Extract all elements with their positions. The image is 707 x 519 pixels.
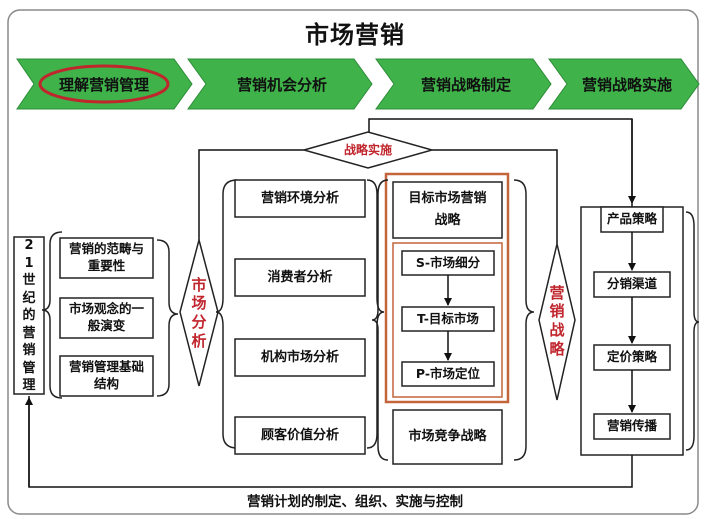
analysis-label-2: 消费者分析 xyxy=(267,269,333,285)
marketing-strategy-diamond xyxy=(538,243,576,401)
analysis-label-3: 机构市场分析 xyxy=(260,349,339,365)
impl-box-3 xyxy=(593,344,671,371)
impl-box-4 xyxy=(593,413,671,440)
strategy-right-brace xyxy=(513,179,535,461)
left-item-1: 营销的范畴与重要性 xyxy=(68,241,144,273)
target-strategy-box xyxy=(392,181,503,239)
impl-box-1 xyxy=(600,206,664,233)
analysis-box-2 xyxy=(234,258,366,297)
market-analysis-label: 市场分析 xyxy=(191,275,207,350)
phase-label-3: 营销战略制定 xyxy=(420,75,511,94)
analysis-left-bracket xyxy=(215,179,238,449)
market-analysis-diamond xyxy=(179,237,219,387)
left-item-3: 营销管理基础结构 xyxy=(68,359,144,391)
target-strategy-title: 目标市场营销战略 xyxy=(408,190,487,228)
analysis-label-4: 顾客价值分析 xyxy=(260,427,339,443)
left-item-2: 市场观念的一般演变 xyxy=(68,301,144,333)
competition-label: 市场竞争战略 xyxy=(408,429,487,445)
strategy-implementation-label: 战略实施 xyxy=(343,142,392,157)
target-strategy-highlight xyxy=(384,172,510,404)
left-vertical-title: 21世纪的营销管理 xyxy=(22,238,36,394)
strategy-left-brace xyxy=(371,179,389,461)
analysis-box-1 xyxy=(234,179,366,218)
stp-label-p: P-市场定位 xyxy=(415,365,481,381)
strategy-to-right-line xyxy=(432,149,558,244)
impl-label-4: 营销传播 xyxy=(606,418,657,434)
phase-label-2: 营销机会分析 xyxy=(236,75,327,94)
page-title: 市场营销 xyxy=(305,20,405,49)
phase-arrow-4 xyxy=(548,58,700,110)
left-bracket xyxy=(41,231,63,399)
left-right-brace xyxy=(156,239,179,397)
phase-label-1: 理解营销管理 xyxy=(58,75,149,94)
left-item-box-1 xyxy=(59,237,154,279)
phase-arrow-2 xyxy=(187,58,373,110)
analysis-box-4 xyxy=(234,416,366,455)
left-item-box-3 xyxy=(59,355,154,397)
analysis-right-brace xyxy=(366,179,385,449)
highlight-circle xyxy=(38,64,170,104)
competition-box xyxy=(392,409,503,465)
left-to-strategy-line xyxy=(198,149,304,240)
phase-label-4: 营销战略实施 xyxy=(581,75,672,94)
stp-box-s xyxy=(401,250,495,276)
stp-label-t: T-目标市场 xyxy=(417,310,479,326)
left-item-box-2 xyxy=(59,297,154,339)
marketing-strategy-label: 营销战略 xyxy=(549,283,565,358)
stp-box-p xyxy=(401,361,495,387)
left-vertical-box xyxy=(13,236,45,395)
stp-label-s: S-市场细分 xyxy=(415,254,481,270)
stp-box-t xyxy=(401,306,495,332)
analysis-box-3 xyxy=(234,338,366,377)
impl-label-3: 定价策略 xyxy=(606,349,657,365)
impl-label-2: 分销渠道 xyxy=(606,276,657,292)
phase-arrow-3 xyxy=(375,58,552,110)
impl-label-1: 产品策略 xyxy=(606,211,657,227)
bottom-label: 营销计划的制定、组织、实施与控制 xyxy=(247,493,463,510)
strategy-implementation-diamond xyxy=(301,131,435,169)
analysis-label-1: 营销环境分析 xyxy=(260,190,339,206)
implementation-brace xyxy=(685,211,700,451)
